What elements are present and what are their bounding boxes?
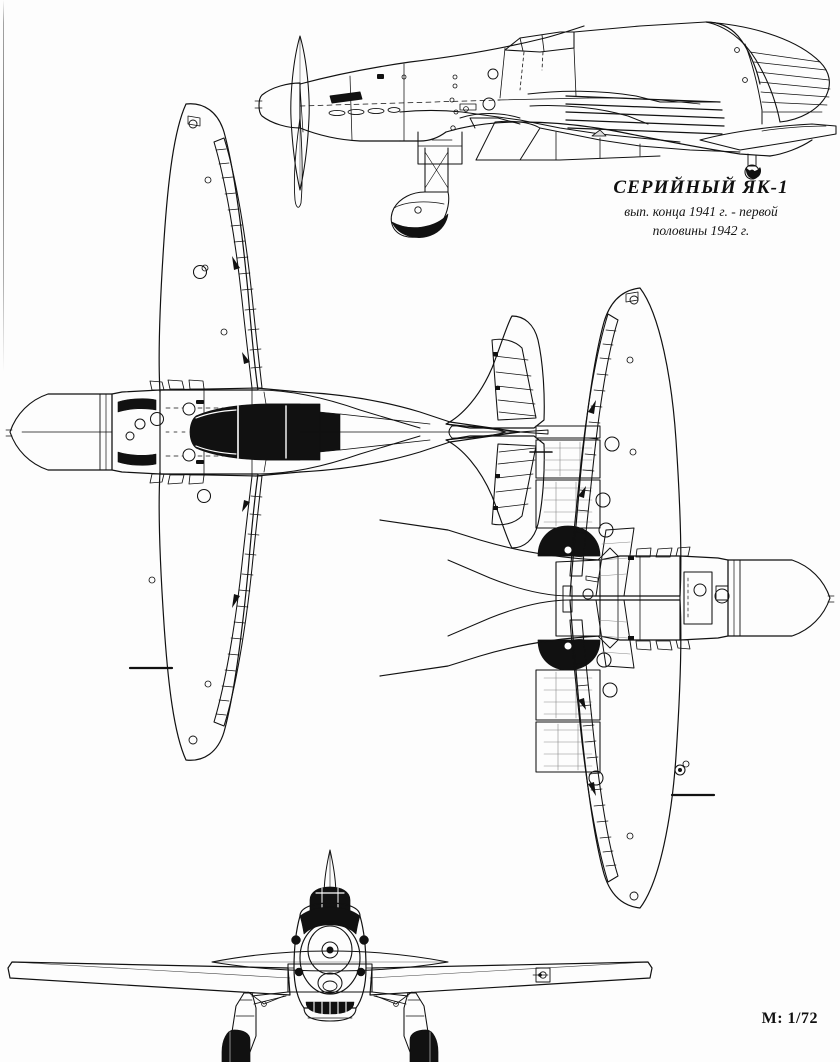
- caption-subtitle-line-2: половины 1942 г.: [652, 222, 750, 238]
- caption-subtitle-line-1: вып. конца 1941 г. - первой: [624, 204, 778, 220]
- scan-edge-artifact: [3, 0, 4, 372]
- drawing-caption: СЕРИЙНЫЙ ЯК-1 вып. конца 1941 г. - перво…: [576, 176, 826, 239]
- caption-title: СЕРИЙНЫЙ ЯК-1: [613, 177, 789, 198]
- scale-label: M: 1/72: [761, 1010, 818, 1027]
